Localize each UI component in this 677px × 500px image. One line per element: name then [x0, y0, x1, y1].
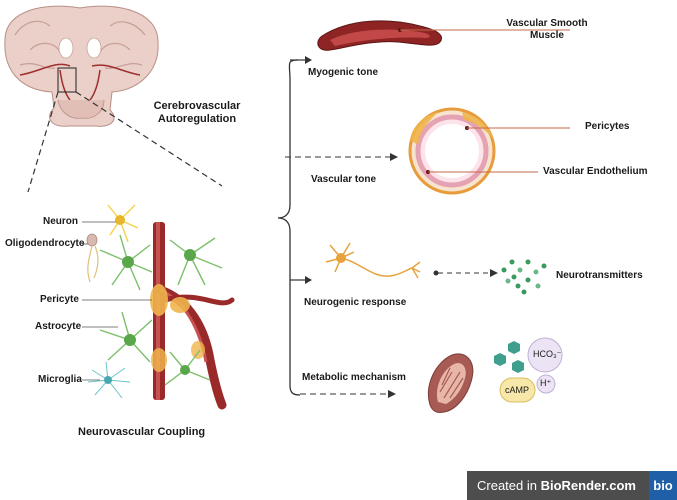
mitochondrion-illustration — [428, 353, 474, 413]
label-h-plus: H⁺ — [540, 378, 552, 388]
label-vascular-tone: Vascular tone — [311, 174, 377, 185]
label-astrocyte: Astrocyte — [35, 321, 82, 332]
watermark-brand: BioRender.com — [540, 478, 636, 493]
zoom-line-right — [75, 91, 223, 187]
smooth-muscle-vessel-illustration — [317, 20, 443, 51]
label-microglia: Microglia — [38, 374, 82, 385]
label-cerebrovascular-autoregulation: Cerebrovascular Autoregulation — [153, 100, 241, 125]
label-vascular-smooth-muscle: Vascular Smooth Muscle — [506, 18, 588, 41]
label-neurogenic-response: Neurogenic response — [304, 297, 407, 308]
biorender-watermark[interactable]: Created in BioRender.com bio — [467, 471, 677, 500]
label-camp: cAMP — [505, 385, 530, 395]
camp-bubble — [499, 377, 536, 403]
metabolite-hexagons — [494, 341, 524, 373]
label-oligodendrocyte: Oligodendrocyte — [5, 238, 85, 249]
watermark-prefix: Created in — [477, 478, 541, 493]
leader-lines — [82, 221, 152, 381]
hco3-bubble — [527, 337, 563, 373]
zoom-line-left — [27, 91, 59, 193]
vessel-cross-section-illustration — [408, 107, 496, 195]
neurotransmitter-dots — [501, 259, 547, 295]
label-pericyte: Pericyte — [40, 294, 79, 305]
label-myogenic-tone: Myogenic tone — [308, 67, 379, 78]
label-pericytes: Pericytes — [585, 121, 630, 132]
label-neurovascular-coupling: Neurovascular Coupling — [78, 426, 206, 438]
label-metabolic-mechanism: Metabolic mechanism — [302, 372, 406, 383]
neuron-illustration — [325, 242, 421, 279]
neurovascular-illustration — [86, 204, 235, 410]
label-neurotransmitters: Neurotransmitters — [556, 270, 643, 281]
brain-illustration — [4, 5, 159, 127]
label-hco3: HCO₃⁻ — [533, 349, 562, 359]
zoom-box — [57, 67, 77, 93]
h-plus-bubble — [536, 374, 556, 394]
watermark-text: Created in BioRender.com — [477, 478, 636, 493]
label-neuron: Neuron — [43, 216, 78, 227]
bracket — [277, 59, 301, 396]
biorender-logo: bio — [649, 471, 677, 500]
label-vascular-endothelium: Vascular Endothelium — [543, 166, 648, 177]
